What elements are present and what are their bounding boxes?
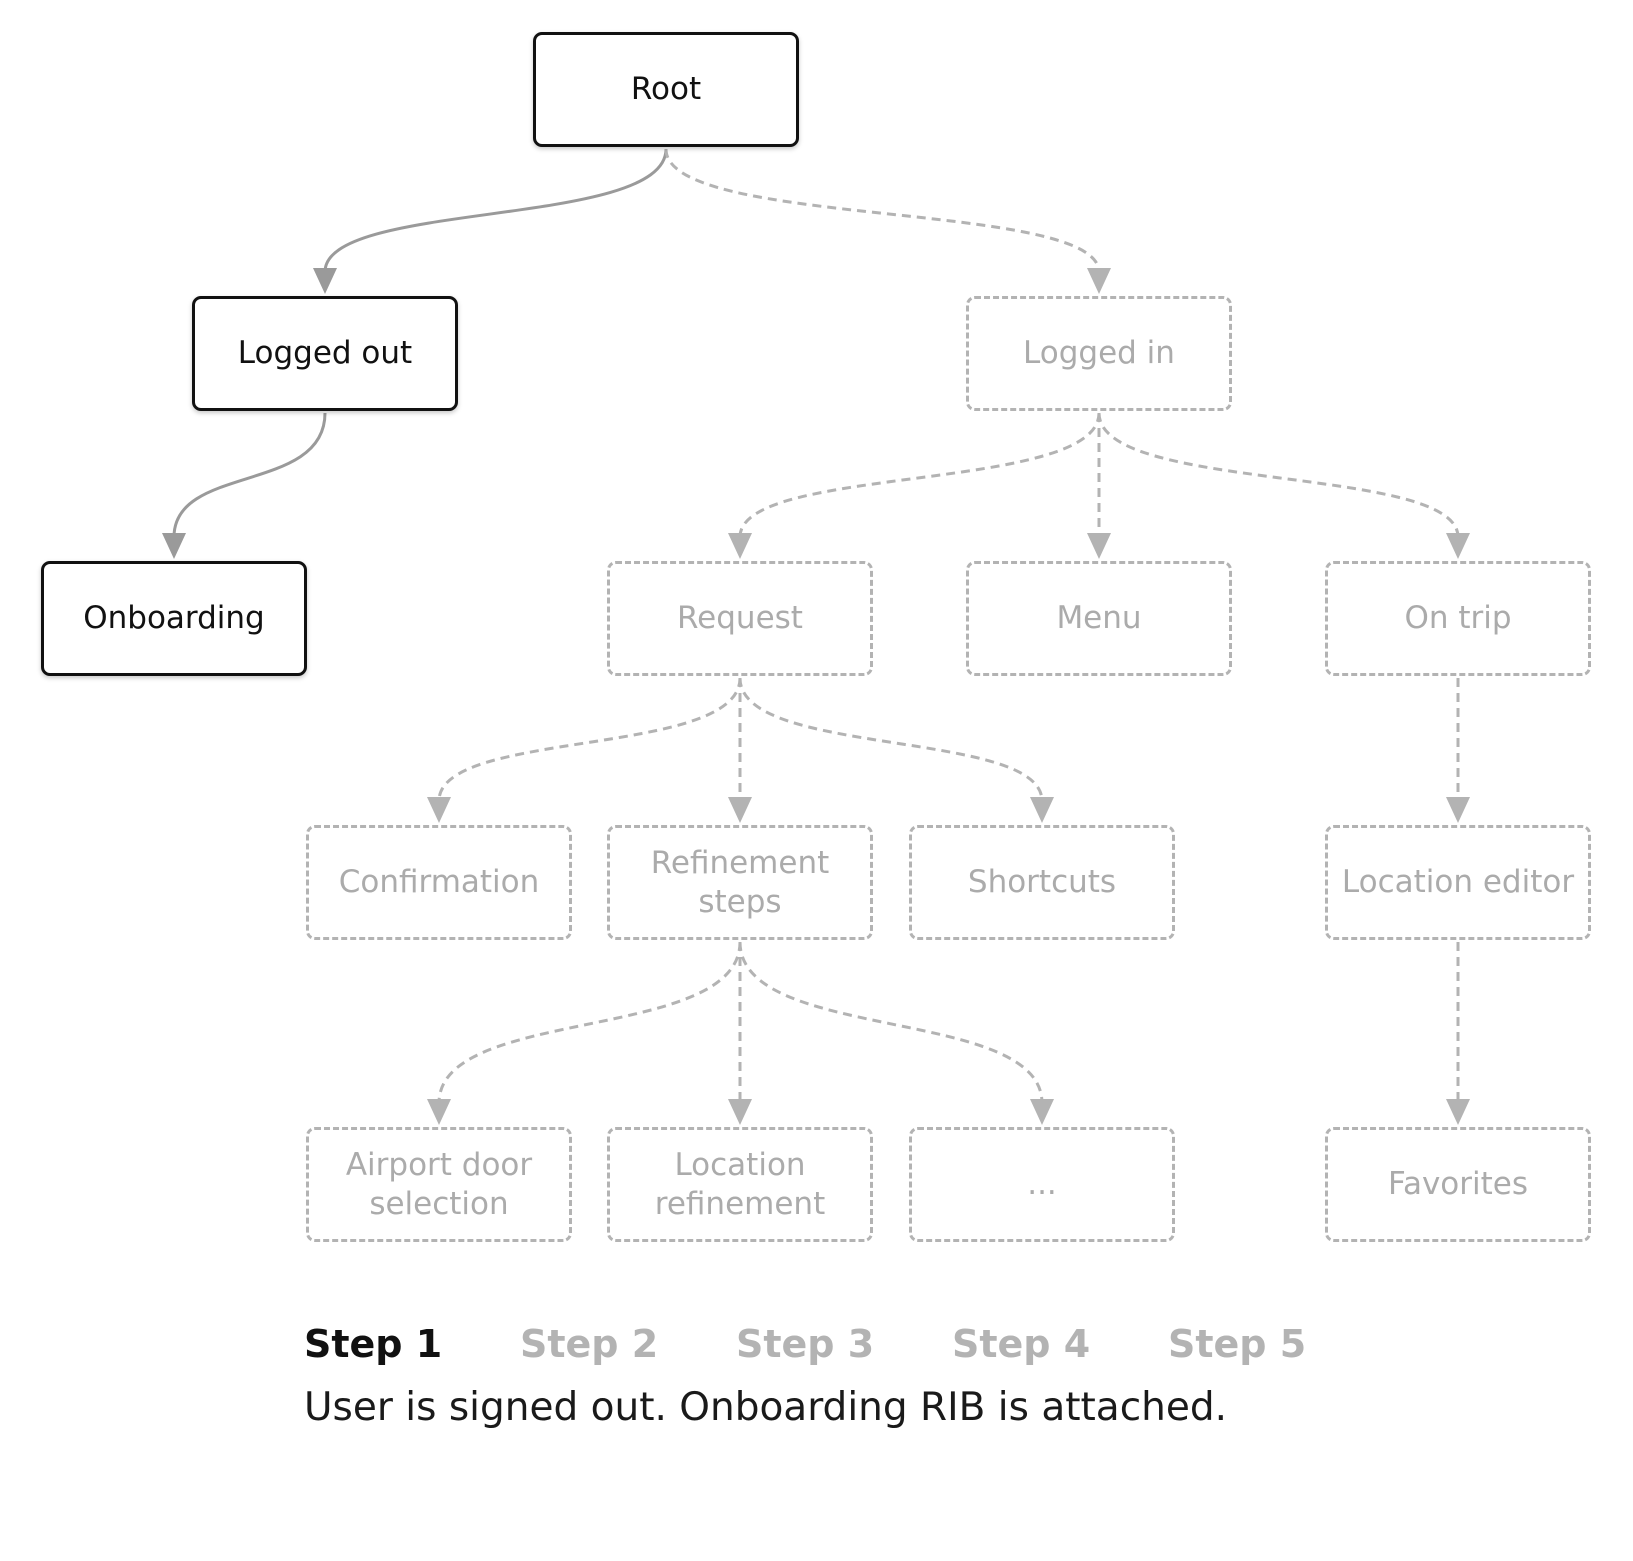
node-onboarding: Onboarding [41, 561, 307, 676]
edge-logged-in-to-on-trip [1097, 412, 1470, 559]
node-request: Request [607, 561, 873, 676]
node-logged-in: Logged in [966, 296, 1232, 411]
arrowhead-icon [1446, 533, 1470, 559]
node-label: Menu [1056, 600, 1142, 636]
edge-request-to-refinement-steps [728, 678, 752, 823]
node-label: Request [677, 600, 803, 636]
step-1-tab[interactable]: Step 1 [304, 1322, 443, 1366]
edge-logged-out-to-onboarding [162, 412, 327, 559]
node-label: Shortcuts [967, 864, 1117, 900]
arrowhead-icon [427, 1099, 451, 1125]
edge-refinement-steps-to-location-refinement [728, 942, 752, 1125]
node-label: Refinement steps [650, 844, 830, 920]
arrowhead-icon [162, 533, 186, 559]
node-airport-door-selection: Airport door selection [306, 1127, 572, 1242]
node-label: Airport door selection [345, 1146, 533, 1222]
node-label: Root [630, 71, 702, 107]
edge-logged-in-to-menu [1087, 413, 1111, 559]
node-confirmation: Confirmation [306, 825, 572, 940]
node-label: On trip [1404, 600, 1512, 636]
edge-logged-in-to-request [728, 412, 1101, 559]
edge-line [738, 677, 1044, 802]
arrowhead-icon [1030, 1099, 1054, 1125]
edge-on-trip-to-location-editor [1446, 678, 1470, 823]
arrowhead-icon [728, 533, 752, 559]
edge-line [172, 412, 327, 538]
edge-request-to-shortcuts [738, 677, 1054, 823]
node-label: Onboarding [83, 600, 265, 636]
edge-line [664, 148, 1101, 273]
arrowhead-icon [1446, 797, 1470, 823]
node-menu: Menu [966, 561, 1232, 676]
edge-refinement-steps-to-airport-door-selection [427, 941, 742, 1125]
node-refinement-steps: Refinement steps [607, 825, 873, 940]
node-root: Root [533, 32, 799, 147]
arrowhead-icon [728, 1099, 752, 1125]
step-indicator: Step 1 Step 2 Step 3 Step 4 Step 5 [304, 1318, 1384, 1370]
node-label: Location refinement [654, 1146, 826, 1222]
arrowhead-icon [1087, 533, 1111, 559]
edge-location-editor-to-favorites [1446, 942, 1470, 1125]
edge-line [738, 412, 1101, 538]
edge-line [738, 941, 1044, 1104]
arrowhead-icon [728, 797, 752, 823]
edge-request-to-confirmation [427, 677, 742, 823]
edge-line [323, 148, 668, 273]
step-5-tab[interactable]: Step 5 [1168, 1322, 1307, 1366]
node-location-refinement: Location refinement [607, 1127, 873, 1242]
edge-line [437, 941, 742, 1104]
node-location-editor: Location editor [1325, 825, 1591, 940]
node-label: ... [1027, 1166, 1057, 1202]
edge-line [1097, 412, 1460, 538]
arrowhead-icon [427, 797, 451, 823]
step-3-tab[interactable]: Step 3 [736, 1322, 875, 1366]
node-shortcuts: Shortcuts [909, 825, 1175, 940]
step-2-tab[interactable]: Step 2 [520, 1322, 659, 1366]
node-logged-out: Logged out [192, 296, 458, 411]
arrowhead-icon [1446, 1099, 1470, 1125]
step-caption: User is signed out. Onboarding RIB is at… [304, 1385, 1228, 1430]
edge-root-to-logged-out [313, 148, 668, 294]
node-ellipsis: ... [909, 1127, 1175, 1242]
node-label: Location editor [1341, 864, 1575, 900]
node-on-trip: On trip [1325, 561, 1591, 676]
node-label: Favorites [1387, 1166, 1529, 1202]
edge-refinement-steps-to-ellipsis [738, 941, 1054, 1125]
edge-root-to-logged-in [664, 148, 1111, 294]
arrowhead-icon [313, 268, 337, 294]
node-label: Logged in [1023, 335, 1175, 371]
step-4-tab[interactable]: Step 4 [952, 1322, 1091, 1366]
node-label: Confirmation [338, 864, 540, 900]
arrowhead-icon [1087, 268, 1111, 294]
edge-line [437, 677, 742, 802]
arrowhead-icon [1030, 797, 1054, 823]
node-label: Logged out [237, 335, 413, 371]
node-favorites: Favorites [1325, 1127, 1591, 1242]
